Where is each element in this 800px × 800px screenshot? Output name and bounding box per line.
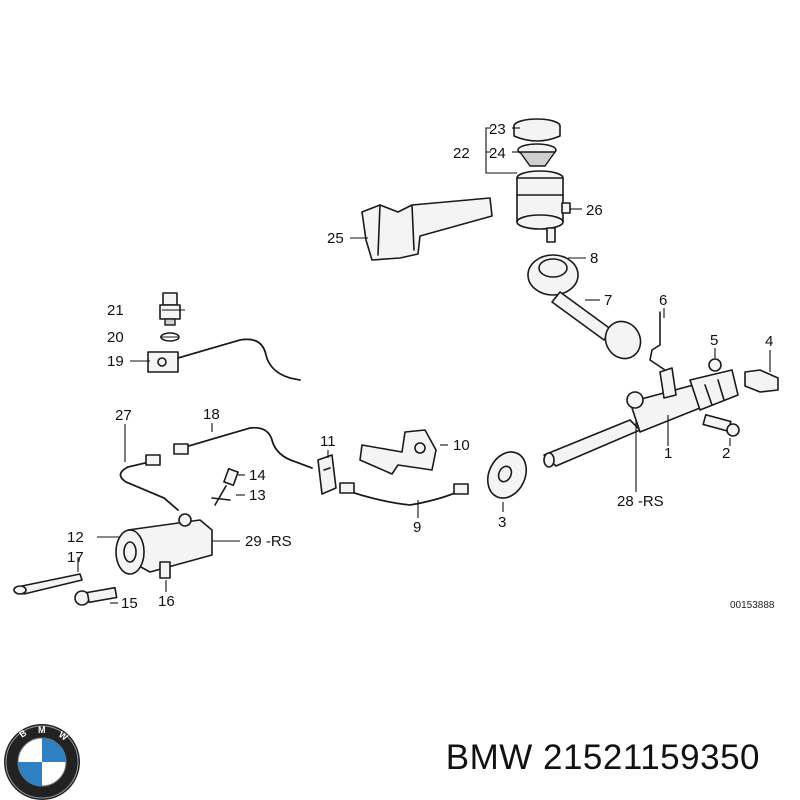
reservoir-strainer xyxy=(517,143,557,167)
callout-1: 1 xyxy=(664,445,672,462)
bolt-15 xyxy=(74,586,118,606)
callout-4: 4 xyxy=(765,333,773,350)
clip-11 xyxy=(317,454,337,495)
callout-18: 18 xyxy=(203,406,220,423)
part-number-caption: BMW 21521159350 xyxy=(445,738,760,777)
callout-24: 24 xyxy=(489,145,506,162)
svg-text:M: M xyxy=(38,725,46,735)
pushrod-17 xyxy=(13,573,83,595)
callout-21: 21 xyxy=(107,302,124,319)
callout-14: 14 xyxy=(249,467,266,484)
callout-11: 11 xyxy=(320,433,336,450)
callout-25: 25 xyxy=(327,230,344,247)
callout-3: 3 xyxy=(498,514,506,531)
callout-19: 19 xyxy=(107,353,124,370)
callout-10: 10 xyxy=(453,437,470,454)
callout-13: 13 xyxy=(249,487,266,504)
callout-6: 6 xyxy=(659,292,667,309)
reservoir-bracket xyxy=(361,197,493,261)
callout-20: 20 xyxy=(107,329,124,346)
slave-cylinder xyxy=(115,513,213,579)
callout-12: 12 xyxy=(67,529,84,546)
callout-22: 22 xyxy=(453,145,470,162)
reservoir-cap xyxy=(513,118,561,142)
callout-7: 7 xyxy=(604,292,612,309)
callout-27: 27 xyxy=(115,407,132,424)
bolt-2 xyxy=(702,414,740,437)
callout-23: 23 xyxy=(489,121,506,138)
callout-16: 16 xyxy=(158,593,175,610)
callout-5: 5 xyxy=(710,332,718,349)
hose-9 xyxy=(339,482,469,506)
brake-line-19 xyxy=(147,338,301,381)
pushrod-nut xyxy=(708,358,779,393)
leader-lines xyxy=(77,127,771,604)
callout-17: 17 xyxy=(67,549,84,566)
callout-28: 28 -RS xyxy=(617,493,664,510)
callout-26: 26 xyxy=(586,202,603,219)
callout-15: 15 xyxy=(121,595,138,612)
svg-text:B: B xyxy=(17,727,28,739)
bleeder-valve xyxy=(211,467,239,506)
brake-line-27 xyxy=(119,454,179,511)
callout-9: 9 xyxy=(413,519,421,536)
supply-hose xyxy=(527,254,666,371)
brake-line-18 xyxy=(173,426,313,469)
callout-29: 29 -RS xyxy=(245,533,292,550)
bracket-10 xyxy=(359,429,437,475)
callout-8: 8 xyxy=(590,250,598,267)
reservoir-tank xyxy=(516,170,571,243)
drawing-id: 00153888 xyxy=(730,600,775,611)
grommet xyxy=(486,451,528,499)
bmw-logo: B M W xyxy=(4,724,80,800)
callout-2: 2 xyxy=(722,445,730,462)
pressure-switch xyxy=(159,292,181,326)
callout-labels: 23 22 24 26 25 8 7 6 5 4 21 20 19 27 18 … xyxy=(67,121,775,612)
master-cylinder xyxy=(543,367,739,468)
